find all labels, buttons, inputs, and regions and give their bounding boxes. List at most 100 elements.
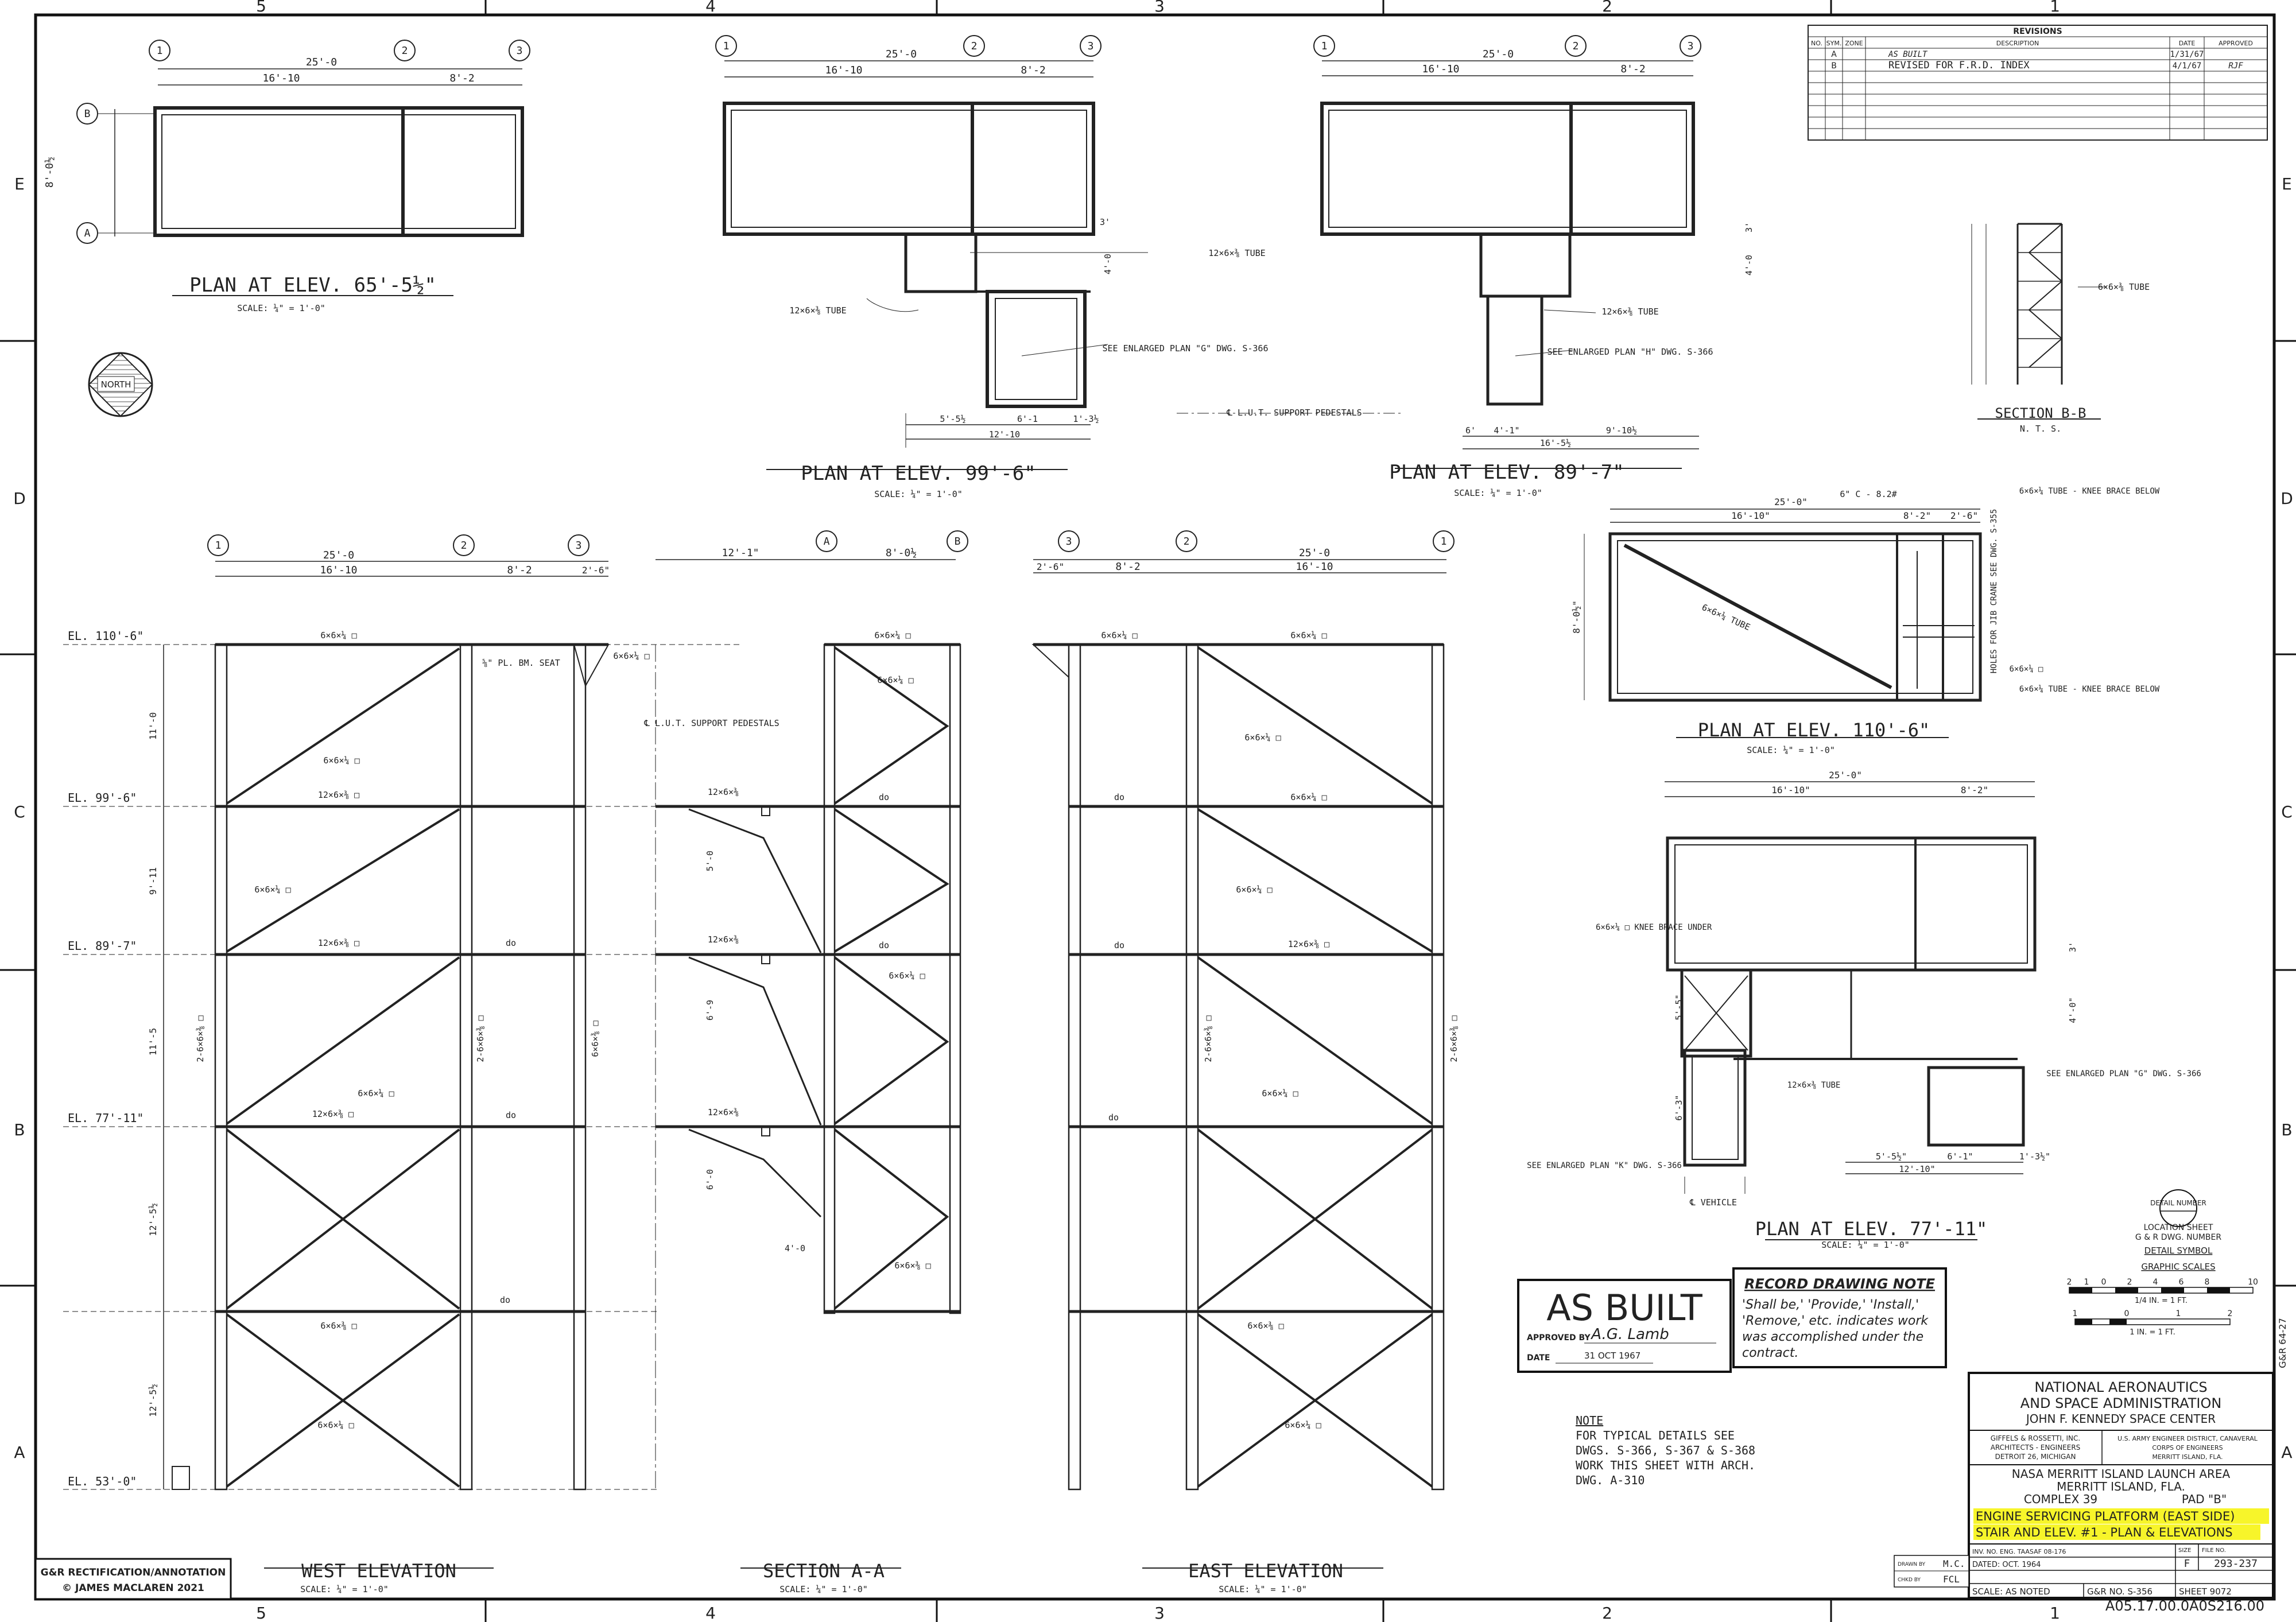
plan77-dim-overall: 25'-0" [1829, 770, 1862, 781]
plan89-dim-overall: 25'-0 [1483, 48, 1514, 60]
level-dim-3: 11'-5 [148, 1028, 158, 1056]
east-note-4: do [1114, 792, 1124, 802]
tb-firm-right-2: CORPS OF ENGINEERS [2152, 1444, 2223, 1452]
section-note-dim-2: 6'-0 [705, 1169, 715, 1190]
as-built-title: AS BUILT [1546, 1287, 1703, 1329]
scale-a-label: 1/4 IN. = 1 FT. [2135, 1297, 2188, 1305]
graphic-scale-b: 1 0 1 2 1 IN. = 1 FT. [2073, 1309, 2233, 1337]
section-aa-text: A B 12'-1" 8'-0½ ℄ L.U.T. SUPPORT PEDEST… [643, 536, 960, 1594]
east-note-13: 2-6×6×⅜ □ [1203, 1015, 1213, 1062]
as-built-date: 31 OCT 1967 [1584, 1351, 1640, 1361]
revisions-block: REVISIONS NO. SYM. ZONE DESCRIPTION DATE… [1808, 25, 2268, 141]
scale-a-tick-0: 2 [2067, 1278, 2072, 1287]
west-scale: SCALE: ¼" = 1'-0" [300, 1584, 389, 1594]
west-note-6: 12×6×⅜ □ [318, 938, 359, 948]
level-77: EL. 77'-11" [68, 1111, 144, 1125]
section-note-beam-3: 12×6×⅜ [708, 1107, 739, 1117]
document-number: A05.17.00.0A0S216.00 [2105, 1598, 2264, 1614]
as-built-approved-label: APPROVED BY [1527, 1333, 1591, 1342]
plan77-dim-9: 1'-3½" [2019, 1151, 2050, 1162]
general-note-title: NOTE [1576, 1414, 1603, 1427]
plan89-dim-5: 6' [1465, 425, 1476, 436]
plan65-grid-2: 2 [402, 45, 408, 57]
detail-line-2: G & R DWG. NUMBER [2135, 1233, 2221, 1242]
plan110-note-knee-top: 6×6×¼ TUBE - KNEE BRACE BELOW [2019, 487, 2160, 496]
credit-line-1: G&R RECTIFICATION/ANNOTATION [41, 1567, 226, 1578]
plan77-dim-2: 8'-2" [1961, 785, 1988, 796]
plan99-grid-2: 2 [971, 40, 978, 52]
section-bb-scale: N. T. S. [2020, 424, 2061, 434]
plan-89-text: 1 2 3 25'-0 16'-10 8'-2 3' 4'-0 6' 4'-1"… [1321, 40, 1754, 498]
plan99-title: PLAN AT ELEV. 99'-6" [801, 462, 1035, 485]
section-dim-1: 12'-1" [722, 547, 759, 559]
west-note-5: 6×6×¼ □ [323, 755, 359, 766]
plan-77 [1665, 781, 2037, 1240]
scale-a-tick-7: 10 [2248, 1278, 2258, 1287]
row-left-D: D [13, 489, 26, 508]
tb-gr: G&R NO. S-356 [2087, 1586, 2152, 1597]
east-dim-1: 2'-6" [1037, 561, 1064, 572]
level-dim-2: 9'-11 [148, 867, 158, 895]
plan65-dim-1: 16'-10 [262, 72, 300, 84]
plan110-scale: SCALE: ¼" = 1'-0" [1747, 745, 1835, 755]
rev-b-date: 4/1/67 [2173, 61, 2202, 71]
east-note-6: 12×6×⅜ □ [1288, 939, 1329, 949]
plan-77-text: 25'-0" 16'-10" 8'-2" 3' 4'-0" 5'-5" 6'-3… [1527, 770, 2201, 1250]
east-note-10: do [1108, 1112, 1119, 1123]
west-note-11: 6×6×¼ □ [358, 1088, 394, 1099]
plan99-dim-7: 1'-3½ [1073, 414, 1099, 424]
west-note-17: 6×6×⅜ □ [590, 1020, 600, 1057]
col-top-3: 3 [1154, 0, 1165, 15]
west-note-13: 6×6×⅜ □ [320, 1321, 356, 1331]
record-note-line-2: 'Remove,' etc. indicates work [1742, 1314, 1929, 1328]
row-right-C: C [2281, 802, 2293, 821]
plan65-scale: SCALE: ¼" = 1'-0" [237, 303, 325, 313]
section-note-do-1: do [879, 792, 889, 802]
plan77-dim-7: 5'-5½" [1876, 1151, 1907, 1162]
tb-desc-2: STAIR AND ELEV. #1 - PLAN & ELEVATIONS [1976, 1526, 2233, 1539]
east-note-8: do [1114, 940, 1124, 950]
title-block: NATIONAL AERONAUTICS AND SPACE ADMINISTR… [1894, 1372, 2274, 1599]
general-note-line-3: WORK THIS SHEET WITH ARCH. [1576, 1458, 1755, 1472]
section-note-dim-4: 5'-0 [705, 851, 715, 871]
east-note-2: 6×6×¼ □ [1290, 630, 1327, 641]
plan77-note-tube: 12×6×⅜ TUBE [1787, 1081, 1841, 1090]
east-note-9: 6×6×¼ □ [1262, 1088, 1298, 1099]
plan99-dim-8: 12'-10 [989, 429, 1020, 440]
west-dim-2: 8'-2 [507, 564, 532, 576]
west-note-10: do [506, 1110, 516, 1120]
plan89-dim-6: 4'-1" [1494, 425, 1519, 436]
plan-110 [1584, 509, 1982, 738]
east-note-11: 6×6×⅜ □ [1247, 1321, 1283, 1331]
north-arrow: NORTH [88, 352, 153, 417]
section-note-beam-2: 12×6×⅜ [708, 934, 739, 945]
plan99-note-tube-2: 12×6×⅜ TUBE [789, 305, 846, 316]
section-bb-note: 6×6×⅜ TUBE [2098, 282, 2150, 292]
east-grid-2: 2 [1184, 536, 1190, 548]
tb-project-1: NASA MERRITT ISLAND LAUNCH AREA [2012, 1467, 2231, 1481]
tb-firm-left-2: ARCHITECTS - ENGINEERS [1991, 1443, 2081, 1452]
credit-box: G&R RECTIFICATION/ANNOTATION © JAMES MAC… [34, 1558, 232, 1600]
west-elevation-text: 1 2 3 25'-0 16'-10 8'-2 2'-6" 6×6×¼ □ ⅝"… [195, 540, 650, 1594]
rev-col-zone: ZONE [1845, 40, 1863, 47]
plan110-dim-3: 2'-6" [1950, 510, 1978, 521]
col-bottom-3: 3 [1154, 1604, 1165, 1622]
plan99-grid-3: 3 [1088, 40, 1094, 52]
plan99-dim-4: 4'-0 [1103, 254, 1113, 274]
north-label: NORTH [101, 379, 131, 390]
scale-b-tick-0: 1 [2073, 1309, 2078, 1318]
tb-file-label: FILE NO. [2202, 1547, 2226, 1554]
general-note-line-4: DWG. A-310 [1576, 1473, 1645, 1487]
section-grid-A: A [824, 536, 830, 548]
plan-65-text: 1 2 3 B A 25'-0 16'-10 8'-2 8'-0½ PLAN A… [44, 45, 522, 313]
east-title: EAST ELEVATION [1188, 1560, 1343, 1582]
section-note-dim-3: 6'-9 [705, 1000, 715, 1020]
row-left-C: C [14, 802, 25, 821]
row-left-B: B [14, 1120, 25, 1139]
scale-b-tick-3: 2 [2228, 1309, 2233, 1318]
section-note-sq-3: 6×6×¼ □ [889, 971, 925, 981]
tb-drawn-label: DRAWN BY [1898, 1562, 1926, 1567]
tb-firm-left-3: DETROIT 26, MICHIGAN [1995, 1453, 2076, 1461]
plan89-dim-2: 8'-2 [1620, 63, 1645, 75]
row-right-E: E [2282, 174, 2292, 193]
